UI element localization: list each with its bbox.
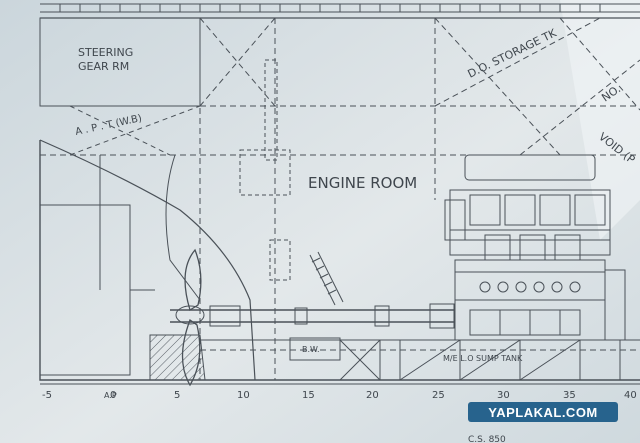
frame-scale-label: 30 bbox=[497, 390, 510, 401]
label-ap-mark: A.P bbox=[104, 391, 117, 400]
label-steering-gear-line1: STEERING bbox=[78, 46, 133, 59]
glare-highlight bbox=[560, 0, 640, 240]
frame-scale-label: 0 bbox=[110, 390, 116, 401]
frame-scale-label: 20 bbox=[366, 390, 379, 401]
watermark-badge: YAPLAKAL.COM bbox=[468, 402, 618, 422]
label-sump-tank: M/E L.O SUMP TANK bbox=[443, 354, 523, 363]
frame-scale-label: 10 bbox=[237, 390, 250, 401]
frame-scale-label: 40 bbox=[624, 390, 637, 401]
label-engine-room: ENGINE ROOM bbox=[308, 174, 417, 192]
frame-scale-label: 15 bbox=[302, 390, 315, 401]
label-bw: B.W. bbox=[302, 345, 320, 354]
frame-scale-label: 5 bbox=[174, 390, 180, 401]
frame-scale-label: 35 bbox=[563, 390, 576, 401]
frame-scale: -5 0 5 10 15 20 25 30 35 40 bbox=[42, 390, 637, 401]
propeller-shaft bbox=[170, 303, 455, 329]
main-engine bbox=[444, 154, 626, 341]
label-steering-gear-line2: GEAR RM bbox=[78, 60, 129, 73]
deck-rail-ticks bbox=[59, 4, 601, 12]
frame-scale-label: -5 bbox=[42, 390, 52, 401]
propeller-blades bbox=[181, 248, 202, 387]
label-cs-note: C.S. 850 bbox=[468, 435, 506, 443]
rudder bbox=[149, 334, 206, 381]
frame-scale-label: 25 bbox=[432, 390, 445, 401]
